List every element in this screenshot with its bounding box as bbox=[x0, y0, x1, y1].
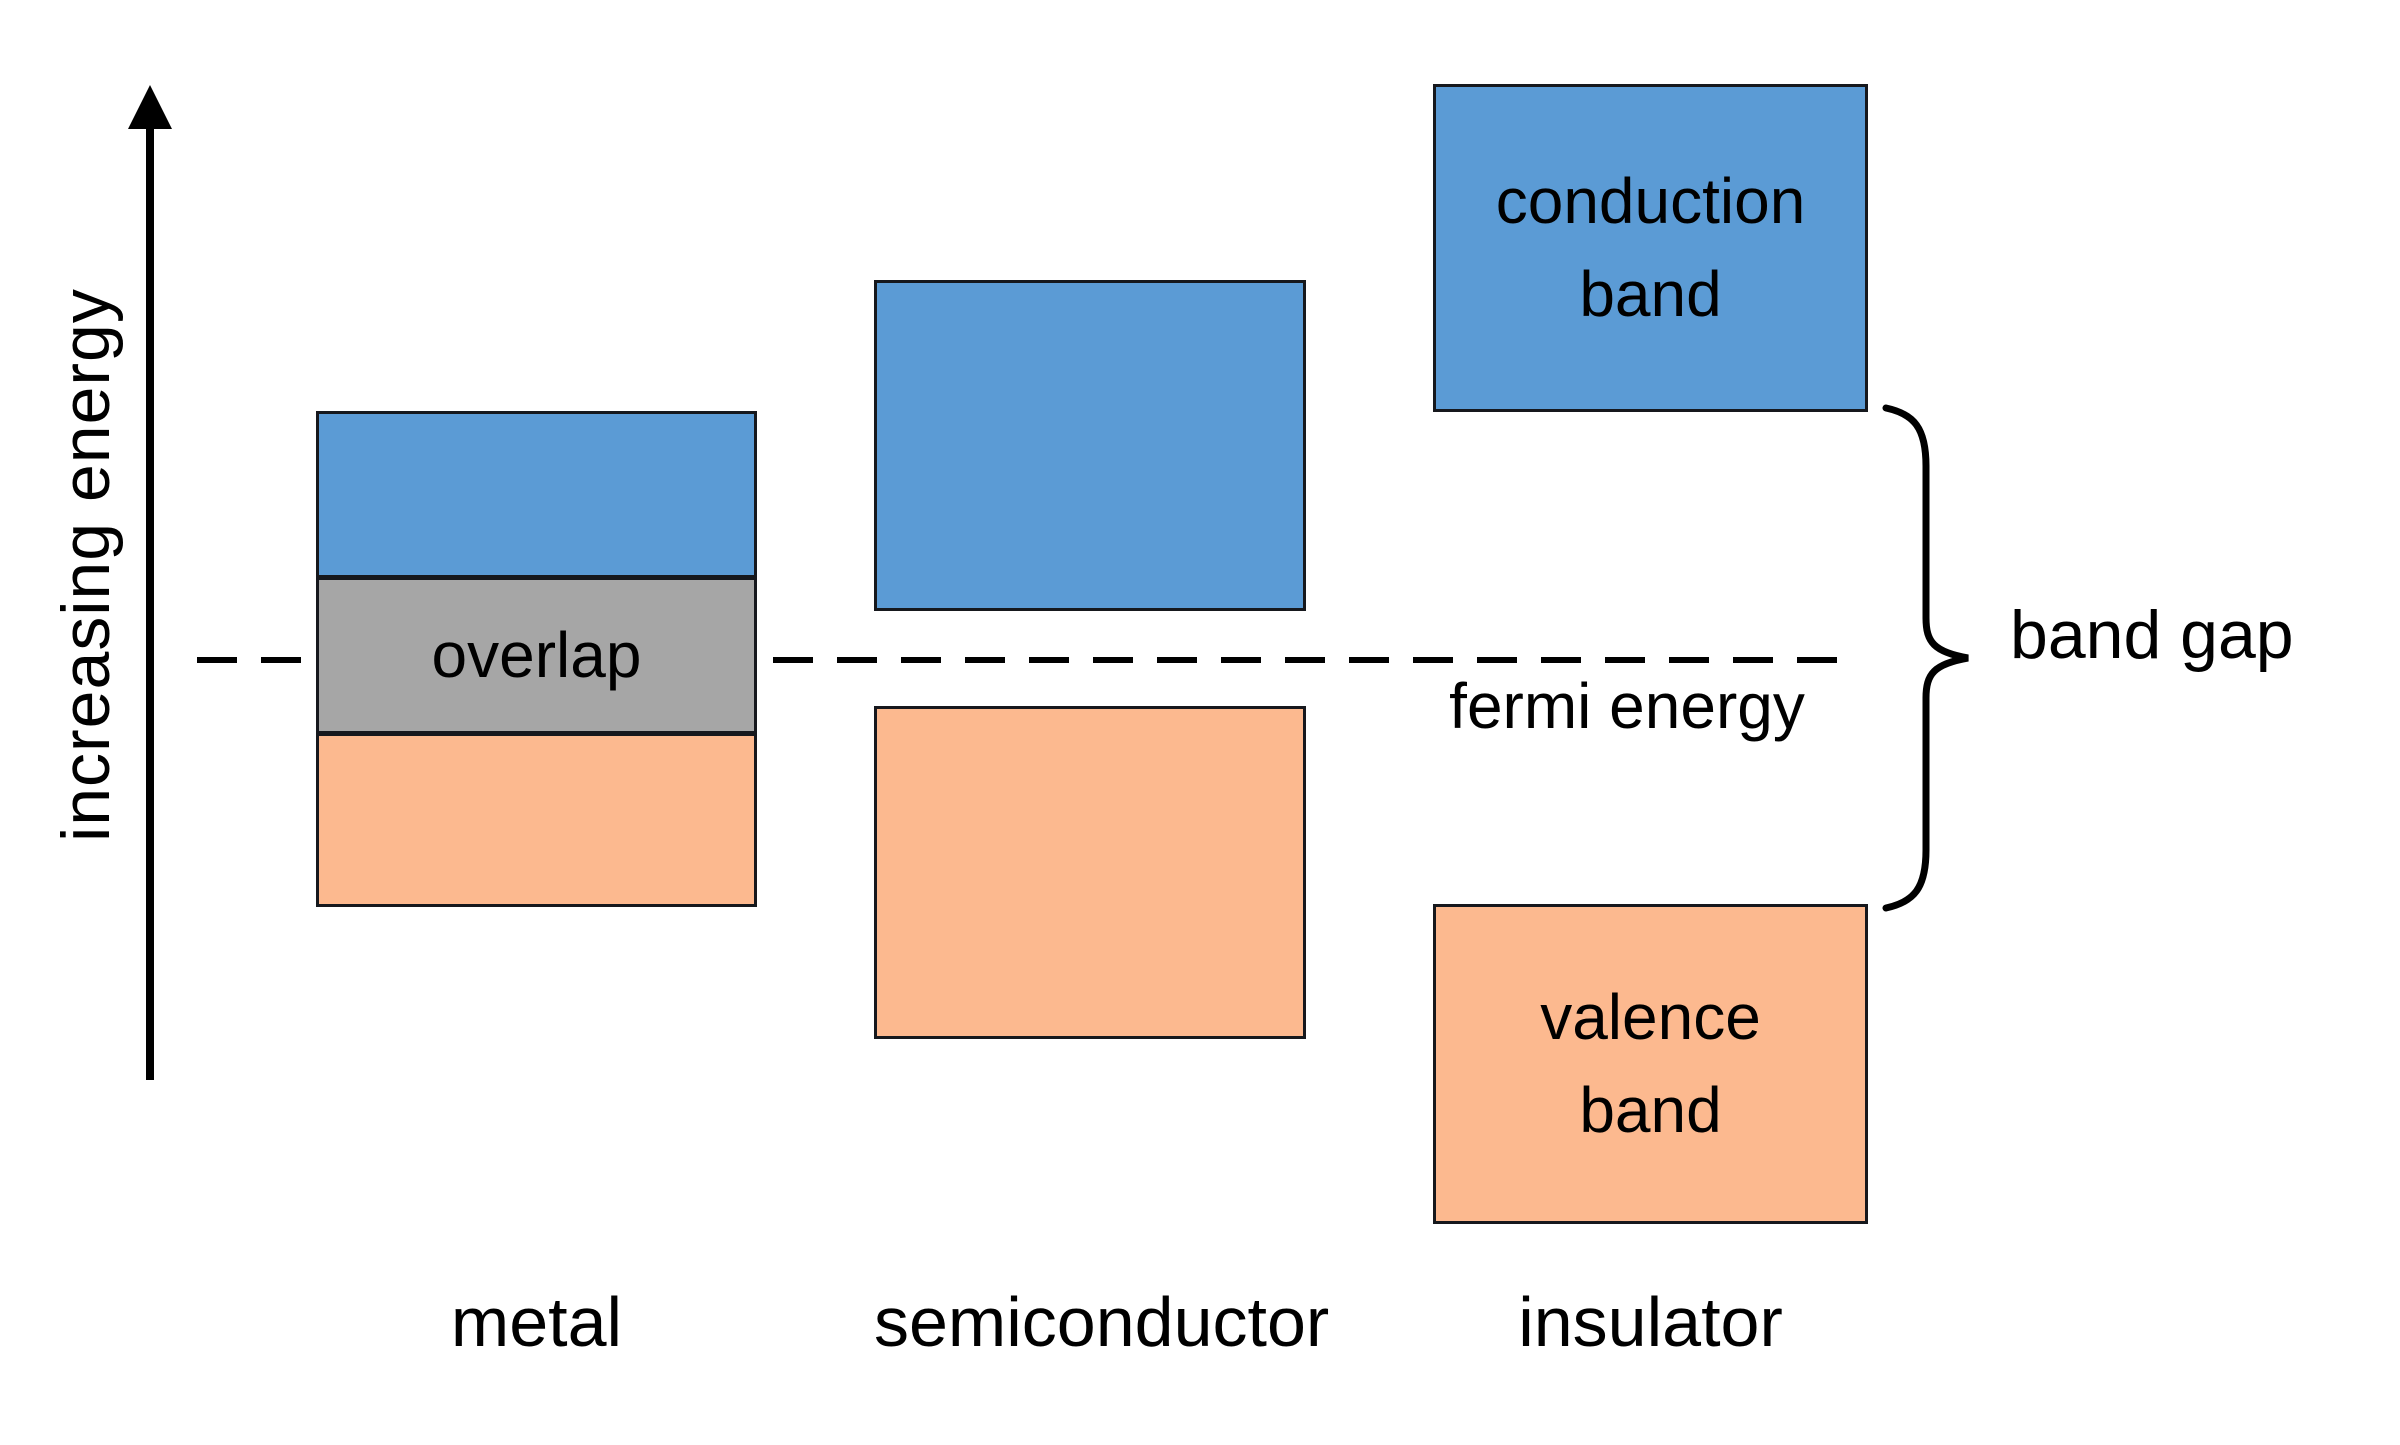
up-arrow-icon bbox=[128, 85, 172, 129]
energy-axis-line bbox=[146, 118, 154, 1080]
valence-band-label-line1: valence bbox=[1540, 981, 1761, 1054]
conduction-band-label-line1: conduction bbox=[1495, 165, 1806, 238]
fermi-energy-dashed-line bbox=[197, 657, 1852, 663]
energy-axis-label: increasing energy bbox=[48, 288, 124, 842]
column-label-metal: metal bbox=[450, 1283, 623, 1361]
fermi-energy-label: fermi energy bbox=[1449, 670, 1805, 742]
column-label-insulator: insulator bbox=[1518, 1283, 1783, 1361]
column-label-semiconductor: semiconductor bbox=[874, 1283, 1330, 1361]
band-gap-label: band gap bbox=[2010, 597, 2294, 673]
conduction-band-label-line2: band bbox=[1579, 258, 1722, 330]
metal-overlap-box: overlap bbox=[316, 577, 757, 734]
semiconductor-valence-band-box bbox=[874, 706, 1306, 1039]
metal-valence-band-box bbox=[316, 733, 757, 907]
insulator-valence-band-box: valence band bbox=[1433, 904, 1868, 1224]
semiconductor-conduction-band-box bbox=[874, 280, 1306, 611]
overlap-label: overlap bbox=[431, 619, 642, 692]
valence-band-label-line2: band bbox=[1579, 1074, 1722, 1146]
band-gap-brace-icon bbox=[1882, 404, 1969, 912]
metal-conduction-band-box bbox=[316, 411, 757, 578]
insulator-conduction-band-box: conduction band bbox=[1433, 84, 1868, 412]
